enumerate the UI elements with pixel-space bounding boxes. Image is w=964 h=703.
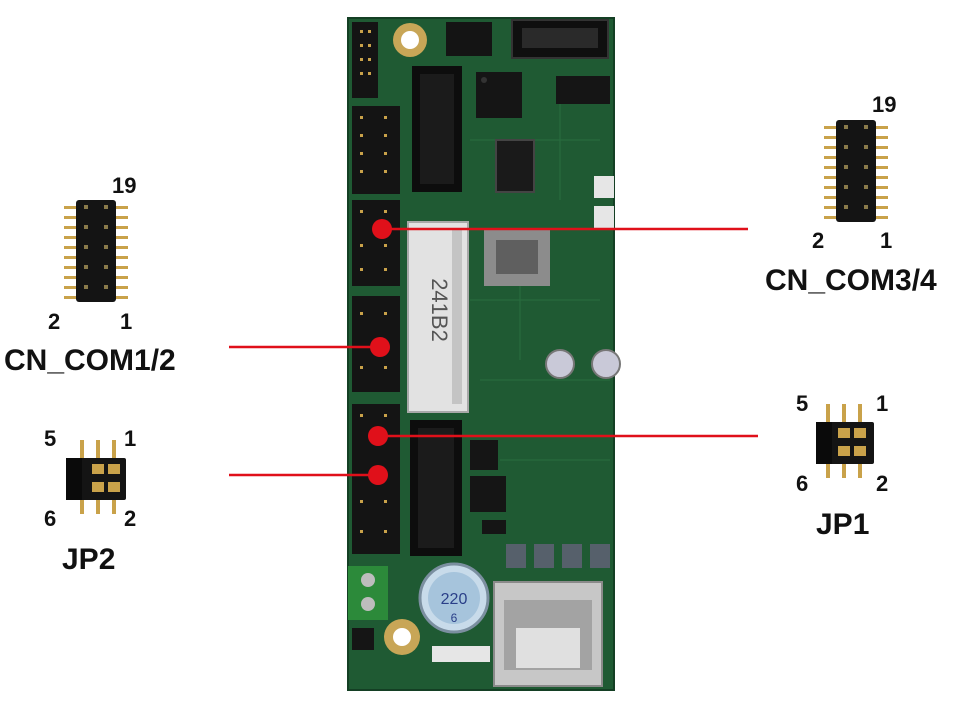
sim-holder: [484, 228, 550, 286]
chip-mid-1: [470, 440, 498, 470]
jp1-pin-1: 1: [876, 391, 889, 416]
chip-mid-2: [470, 476, 506, 512]
small-connector-bottom: [432, 646, 490, 662]
capacitor-small-2: [591, 349, 621, 379]
jp2-pin-2: 2: [124, 506, 137, 531]
cn-com34-pin-1: 1: [880, 228, 893, 253]
jp2-pin-6: 6: [44, 506, 57, 531]
ethernet-port: [493, 581, 603, 687]
callout-dots: [368, 219, 392, 485]
jp1-pin-5: 5: [796, 391, 809, 416]
board-left-headers: [352, 22, 400, 554]
jp2-header-illustration: [66, 440, 126, 514]
mounting-hole-top: [393, 23, 427, 57]
small-chip-bottom-left: [352, 628, 374, 650]
cn-com34-pin-2: 2: [812, 228, 825, 253]
callout-dot-com34: [372, 219, 392, 239]
m2-slot-top: [412, 66, 462, 192]
mini-pcie-slot: [407, 221, 469, 413]
jp1-pin-2: 2: [876, 471, 889, 496]
cn-com12-pin-19: 19: [112, 173, 137, 198]
chip-small-3: [482, 520, 506, 534]
cn-com12-pin-1: 1: [120, 309, 133, 334]
cn-com34-pin-19: 19: [872, 92, 897, 117]
white-connector-2: [594, 206, 614, 228]
white-connector-1: [594, 176, 614, 198]
slot-label: 241B2: [427, 278, 452, 342]
callout-dot-jp1: [368, 426, 388, 446]
jp1-header-illustration: [816, 404, 874, 478]
cn-com34-title: CN_COM3/4: [765, 264, 937, 297]
jp1-pin-6: 6: [796, 471, 809, 496]
regulator-chip: [495, 139, 535, 193]
main-chip: [476, 72, 522, 118]
cn-com34-header-illustration: [824, 120, 888, 222]
mounting-hole-bottom: [384, 619, 420, 655]
callout-dot-com12: [370, 337, 390, 357]
jp2-pin-1: 1: [124, 426, 137, 451]
cn-com12-header-illustration: [64, 200, 128, 302]
callout-lines: [229, 227, 758, 477]
jp2-title: JP2: [62, 543, 116, 576]
terminal-block: [348, 566, 388, 620]
jp1-title: JP1: [816, 508, 870, 541]
cn-com12-pin-2: 2: [48, 309, 61, 334]
big-capacitor: [418, 562, 490, 634]
top-pin-header: [446, 22, 492, 56]
jp2-pin-5: 5: [44, 426, 57, 451]
callout-dot-jp2: [368, 465, 388, 485]
m2-slot-bottom: [410, 420, 462, 556]
capacitor-small-1: [545, 349, 575, 379]
board-header-pins: [360, 30, 387, 533]
cap-label-2: 6: [451, 611, 458, 625]
ic-chip-right: [556, 76, 610, 104]
cap-label: 220: [441, 591, 468, 608]
cn-com12-title: CN_COM1/2: [4, 344, 176, 377]
inductor-row: [506, 544, 610, 568]
